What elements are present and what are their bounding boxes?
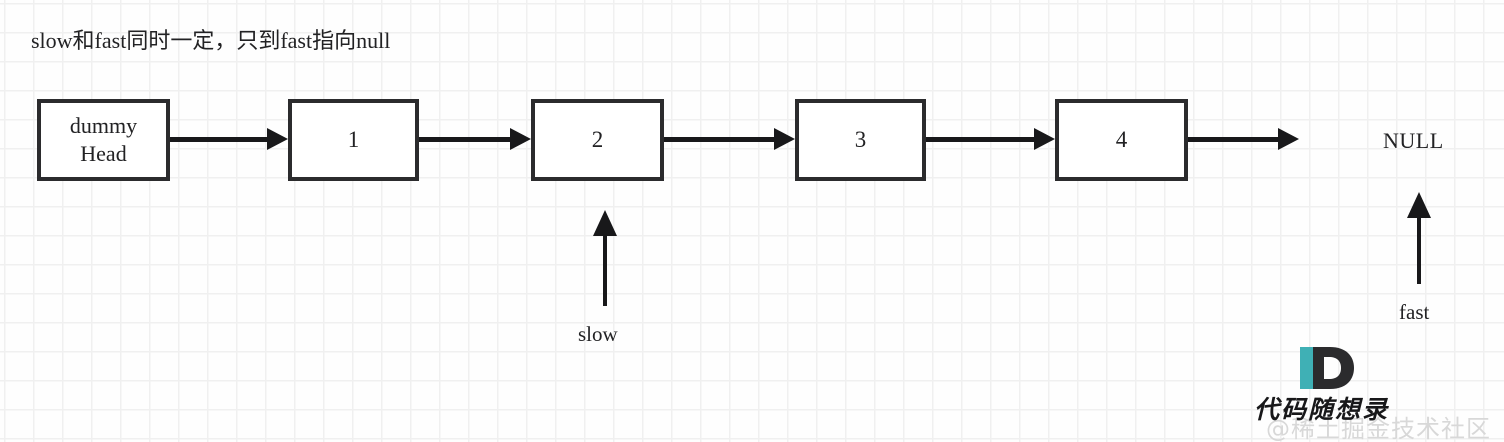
watermark-brand: 代码随想录 <box>1254 395 1390 424</box>
slow-pointer-arrowhead-icon <box>593 210 617 236</box>
node-4-label: 4 <box>1115 127 1128 152</box>
node-dummy-head: dummy Head <box>37 99 170 181</box>
link-arrowhead-4-to-null <box>1278 128 1299 150</box>
node-3: 3 <box>795 99 926 181</box>
node-1-label: 1 <box>347 127 360 152</box>
watermark: @稀土掘金技术社区 代码随想录 <box>1248 342 1498 442</box>
node-3-label: 3 <box>854 127 867 152</box>
link-arrow-dummy-to-1 <box>170 137 267 142</box>
watermark-site: @稀土掘金技术社区 <box>1266 415 1491 442</box>
link-arrow-4-to-null <box>1188 137 1278 142</box>
slow-pointer-label: slow <box>578 322 618 346</box>
node-2-label: 2 <box>591 127 604 152</box>
link-arrowhead-1-to-2 <box>510 128 531 150</box>
node-4: 4 <box>1055 99 1188 181</box>
fast-pointer-label: fast <box>1399 300 1430 324</box>
link-arrow-2-to-3 <box>664 137 774 142</box>
diagram-title: slow和fast同时一定，只到fast指向null <box>31 28 391 53</box>
node-dummy-head-line1: dummy <box>69 113 138 138</box>
link-arrowhead-3-to-4 <box>1034 128 1055 150</box>
slow-pointer-shaft <box>603 234 607 306</box>
node-2: 2 <box>531 99 664 181</box>
link-arrowhead-dummy-to-1 <box>267 128 288 150</box>
link-arrow-1-to-2 <box>419 137 510 142</box>
node-1: 1 <box>288 99 419 181</box>
link-arrowhead-2-to-3 <box>774 128 795 150</box>
node-dummy-head-line2: Head <box>80 141 127 166</box>
link-arrow-3-to-4 <box>926 137 1034 142</box>
null-terminal-label: NULL <box>1383 128 1444 153</box>
d-logo-icon <box>1300 347 1354 389</box>
fast-pointer-arrowhead-icon <box>1407 192 1431 218</box>
fast-pointer-shaft <box>1417 216 1421 284</box>
